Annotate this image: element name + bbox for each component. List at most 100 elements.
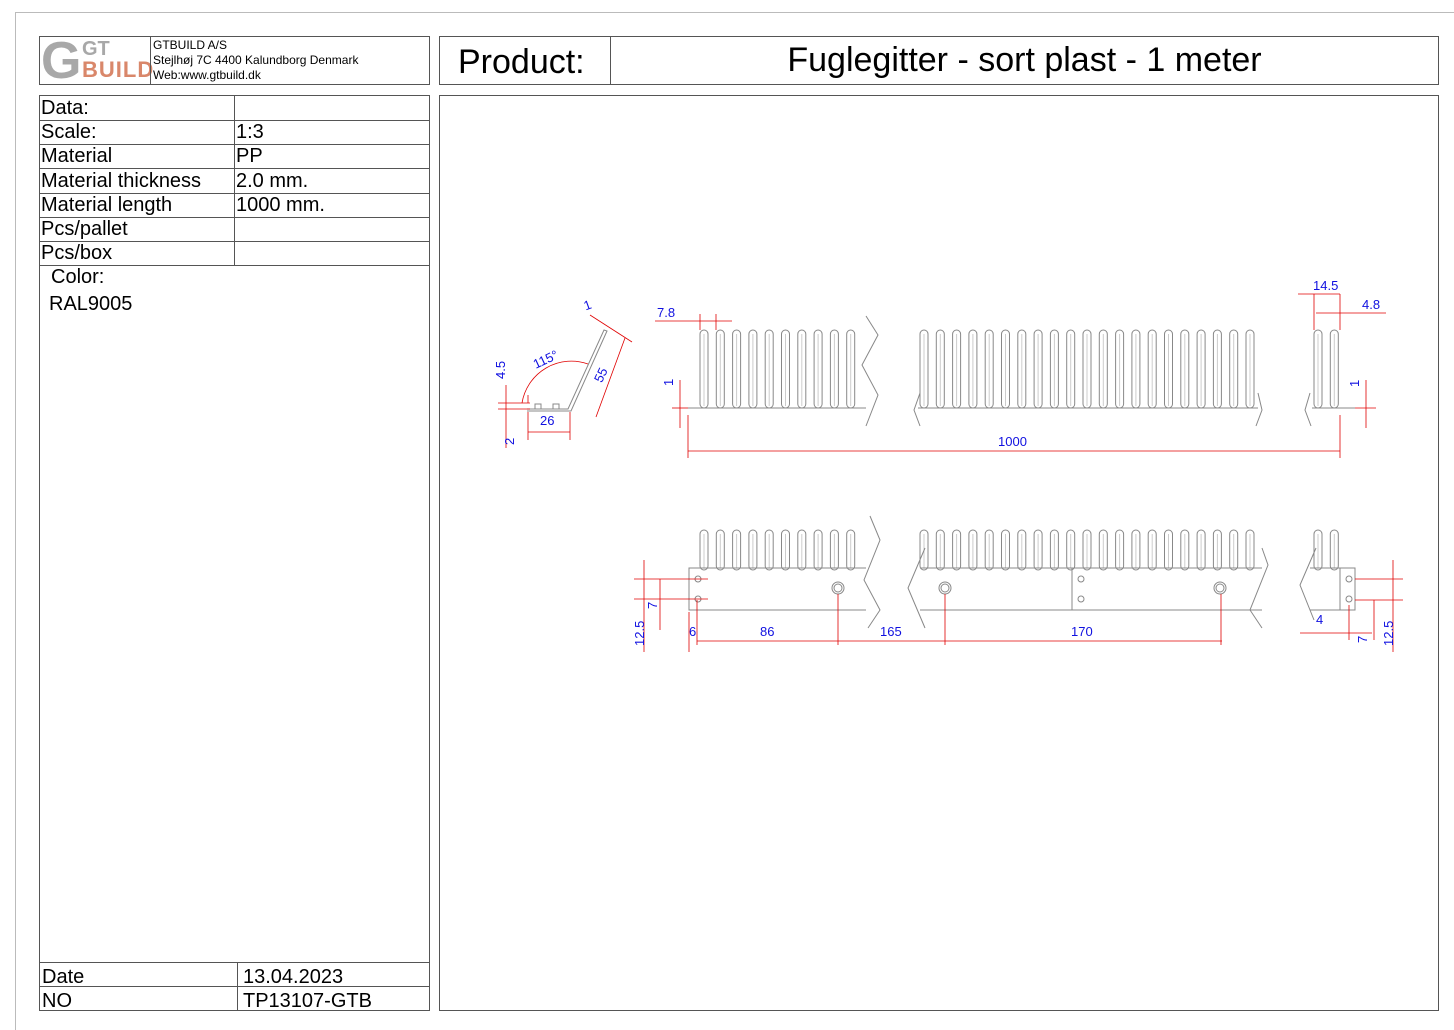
break-line <box>913 392 921 427</box>
comb-tooth-bottom <box>968 529 978 571</box>
date-label: Date <box>42 966 85 988</box>
dim-profile-base: 26 <box>540 413 554 428</box>
company-header: G GT BUILD GTBUILD A/S Stejlhøj 7C 4400 … <box>39 32 430 90</box>
comb-tooth-bottom <box>1131 529 1141 571</box>
break-line <box>861 315 879 427</box>
dim-front-base-height: 1 <box>661 379 676 386</box>
page-top-border <box>15 12 1454 13</box>
comb-tooth-bottom <box>1098 529 1108 571</box>
comb-tooth-bottom <box>1017 529 1027 571</box>
comb-tooth-bottom <box>797 529 807 571</box>
company-name: GTBUILD A/S <box>153 38 228 52</box>
comb-tooth-bottom <box>1115 529 1125 571</box>
break-line <box>1249 547 1269 629</box>
mounting-hole <box>1345 595 1353 603</box>
dim-profile-height: 4.5 <box>493 361 508 379</box>
break-line <box>1304 392 1312 427</box>
product-name: Fuglegitter - sort plast - 1 meter <box>787 41 1262 79</box>
dim-bottom-spacing: 170 <box>1071 624 1093 639</box>
dimension-line <box>589 314 633 343</box>
mounting-hole-inner <box>940 583 950 593</box>
date-value: 13.04.2023 <box>243 966 344 988</box>
footer-divider <box>40 962 429 963</box>
drawing-area <box>439 95 1439 1011</box>
break-line <box>863 515 881 629</box>
comb-tooth-bottom <box>935 529 945 571</box>
dim-profile-base-thickness: 2 <box>502 438 517 445</box>
break-line <box>907 547 926 629</box>
dim-bottom-end-edge: 4 <box>1316 612 1323 627</box>
mounting-hole <box>1077 575 1085 583</box>
break-line <box>1255 392 1263 427</box>
dim-bottom-gap: 165 <box>880 624 902 639</box>
mounting-hole <box>1077 595 1085 603</box>
comb-tooth-bottom <box>813 529 823 571</box>
comb-tooth-bottom <box>732 529 742 571</box>
dim-front-gap: 4.8 <box>1362 297 1380 312</box>
dim-bottom-edge-height: 12.5 <box>632 621 647 646</box>
dim-bottom-edge: 6 <box>689 624 696 639</box>
comb-tooth-bottom <box>1033 529 1043 571</box>
comb-tooth-bottom <box>699 529 709 571</box>
logo-gt: GT <box>82 38 110 60</box>
product-header: Product: Fuglegitter - sort plast - 1 me… <box>439 36 1439 85</box>
spec-row-divider <box>40 265 429 266</box>
comb-tooth-bottom <box>1147 529 1157 571</box>
comb-tooth-bottom <box>1082 529 1092 571</box>
comb-tooth-bottom <box>1229 529 1239 571</box>
dim-profile-leg: 55 <box>591 365 611 384</box>
comb-tooth-bottom <box>952 529 962 571</box>
spec-label: Data: <box>41 97 89 119</box>
company-address: Stejlhøj 7C 4400 Kalundborg Denmark <box>153 53 359 67</box>
spec-label: Material length <box>41 194 173 216</box>
dim-bottom-hole-y-right: 7 <box>1355 636 1370 643</box>
spec-panel: Data: Scale: 1:3 Material PP Material th… <box>39 95 430 1012</box>
spec-label: Scale: <box>41 121 97 143</box>
comb-tooth-bottom <box>1212 529 1222 571</box>
profile-rib <box>552 403 560 410</box>
company-web: Web:www.gtbuild.dk <box>153 68 261 82</box>
base-plate <box>1310 567 1356 611</box>
dim-profile-thickness: 1 <box>582 297 594 314</box>
angle-arc <box>521 360 589 404</box>
dim-front-pitch: 7.8 <box>657 305 675 320</box>
spec-value: 2.0 mm. <box>236 170 309 192</box>
dim-bottom-hole-y: 7 <box>645 602 660 609</box>
dim-bottom-edge-height-right: 12.5 <box>1381 621 1396 646</box>
comb-tooth-bottom <box>846 529 856 571</box>
comb-tooth-bottom <box>1196 529 1206 571</box>
footer-divider <box>40 986 429 987</box>
comb-tooth-bottom <box>764 529 774 571</box>
mounting-hole <box>1213 581 1227 595</box>
mounting-hole-inner <box>1215 583 1225 593</box>
product-label: Product: <box>458 43 585 81</box>
number-value: TP13107-GTB <box>243 990 372 1012</box>
comb-tooth-bottom <box>1245 529 1255 571</box>
comb-tooth-bottom <box>1001 529 1010 571</box>
profile-rib <box>534 403 542 410</box>
comb-tooth-bottom <box>984 529 994 571</box>
number-label: NO <box>42 990 72 1012</box>
dim-bottom-first-hole: 86 <box>760 624 774 639</box>
spec-label: Pcs/box <box>41 242 113 264</box>
logo-build: BUILD <box>82 57 155 82</box>
comb-tooth-bottom <box>1066 529 1076 571</box>
dim-front-length: 1000 <box>998 434 1027 449</box>
comb-tooth-bottom <box>1313 529 1323 571</box>
spec-value: PP <box>236 145 263 167</box>
spec-value: 1:3 <box>236 121 264 143</box>
logo-divider <box>150 37 151 84</box>
comb-tooth-bottom <box>715 529 725 571</box>
footer-col-divider <box>237 962 238 1010</box>
comb-tooth-bottom <box>748 529 758 571</box>
dimension-line <box>595 337 626 418</box>
comb-tooth-bottom <box>1164 529 1173 571</box>
base-plate <box>688 567 866 611</box>
logo-g: G <box>41 32 82 90</box>
mounting-hole <box>1345 575 1353 583</box>
break-line <box>1299 547 1317 621</box>
mounting-hole-inner <box>833 583 843 593</box>
comb-tooth-bottom <box>1049 529 1059 571</box>
comb-tooth-bottom <box>1180 529 1190 571</box>
